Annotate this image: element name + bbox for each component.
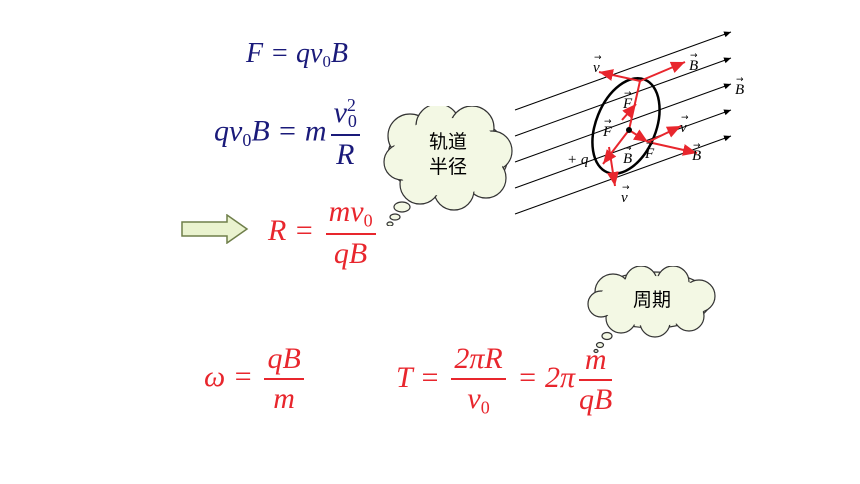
- cloud-period-text: 周期: [632, 289, 671, 311]
- svg-text:→: →: [624, 89, 632, 99]
- svg-text:→: →: [736, 75, 744, 85]
- label-B-center: B: [623, 151, 632, 167]
- cloud-radius-text: 轨道半径: [428, 131, 467, 178]
- magnetic-field-diagram: v B B F F v + q B F B v → → → → → → → → …: [514, 31, 744, 215]
- label-B-top: B: [689, 58, 698, 74]
- label-B-right: B: [735, 82, 744, 98]
- svg-text:→: →: [646, 139, 654, 149]
- implies-arrow-icon: [181, 214, 249, 244]
- label-v-bottom: v: [621, 190, 628, 206]
- force-equation: F = qv0B: [246, 38, 348, 72]
- label-F-left: F: [602, 124, 613, 140]
- label-v-right: v: [680, 120, 687, 136]
- svg-text:→: →: [690, 51, 698, 61]
- svg-text:→: →: [594, 53, 602, 63]
- label-q: + q: [567, 152, 589, 168]
- svg-text:→: →: [604, 117, 612, 127]
- label-B-lower: B: [692, 148, 701, 164]
- label-F-top: F: [622, 96, 633, 112]
- svg-text:→: →: [681, 113, 689, 123]
- label-F-right: F: [644, 146, 655, 162]
- svg-text:→: →: [622, 183, 630, 193]
- label-v-top: v: [593, 60, 600, 76]
- thought-cloud-radius: [383, 106, 513, 226]
- thought-cloud-period: [587, 266, 716, 354]
- svg-text:→: →: [624, 144, 632, 154]
- svg-text:→: →: [693, 141, 701, 151]
